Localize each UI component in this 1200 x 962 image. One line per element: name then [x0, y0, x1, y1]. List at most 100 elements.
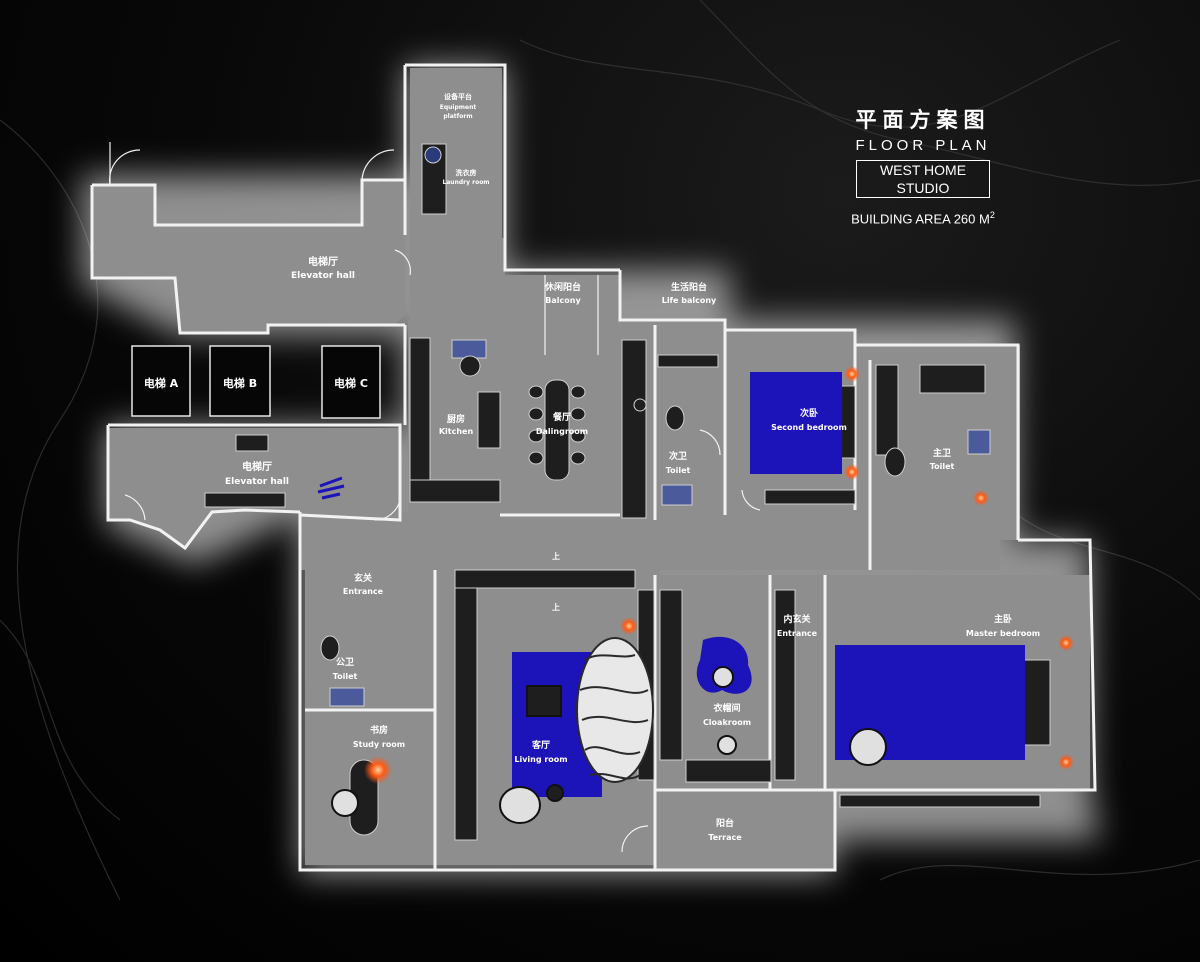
elevator-c-box [321, 345, 381, 419]
second-toilet-icon [665, 405, 685, 431]
lamp-icon [1058, 635, 1074, 651]
second-bedroom-carpet [750, 372, 842, 474]
equipment-label-cn: 设备平台 [444, 92, 472, 101]
door-swings [108, 142, 761, 853]
kitchen-counter-bottom [409, 479, 501, 503]
inner-entrance-label-en: Entrance [777, 629, 818, 638]
area-superscript: 2 [989, 210, 995, 220]
master-toilet-icon [884, 447, 906, 477]
public-toilet-icon [320, 635, 340, 661]
study-chair [331, 789, 359, 817]
dining-label-en: Dalingroom [536, 427, 588, 436]
second-bedroom-label-en: Second bedroom [771, 423, 847, 432]
stair-up-label: 上 [552, 602, 560, 612]
kitchen-label-cn: 厨房 [447, 413, 465, 425]
second-toilet-label-cn: 次卫 [669, 450, 687, 462]
elevator-hall-top-cn: 电梯厅 [308, 255, 338, 268]
cloakroom-rug [696, 636, 752, 694]
area-unit: M [979, 211, 990, 227]
terrace-label-cn: 阳台 [716, 817, 734, 829]
elevator-hall-bottom-cn: 电梯厅 [242, 460, 272, 473]
living-label-en: Living room [514, 755, 567, 764]
laundry-label-en: Laundry room [442, 179, 489, 186]
dining-label-cn: 餐厅 [552, 411, 571, 423]
cloak-wardrobe-left [659, 589, 683, 761]
elevator-b-label: 电梯 B [223, 376, 257, 390]
study-label-en: Study room [353, 740, 405, 749]
kitchen-sink-icon [451, 339, 487, 359]
master-toilet-label-cn: 主卫 [933, 447, 951, 459]
blue-accents [317, 372, 1025, 797]
lamp-icon [364, 756, 392, 784]
study-label-cn: 书房 [370, 724, 388, 736]
lamp-icon [973, 490, 989, 506]
area-value: 260 [953, 211, 976, 227]
master-bedroom-label-en: Master bedroom [966, 629, 1040, 638]
cloak-stool [717, 735, 737, 755]
living-room-seating [331, 666, 887, 824]
master-bedroom-label-cn: 主卧 [994, 613, 1012, 625]
cloakroom-label-cn: 衣帽间 [713, 702, 740, 714]
living-room-rug [576, 637, 654, 783]
ceiling-lamp-icon [633, 398, 647, 412]
plan-title-en: FLOOR PLAN [855, 137, 991, 154]
life-balcony-label-cn: 生活阳台 [671, 281, 707, 293]
dining-chairs [528, 385, 586, 465]
walls [90, 63, 1097, 872]
orange-lamps [364, 366, 1074, 784]
living-label-cn: 客厅 [531, 739, 550, 751]
elevator-hall-console [235, 434, 269, 452]
stair-up-label: 上 [552, 551, 560, 561]
blue-logo-mark [317, 476, 345, 500]
master-toilet-shower [875, 364, 899, 456]
second-toilet-sink [661, 484, 693, 506]
lamp-icon [844, 366, 860, 382]
marble-texture [0, 0, 1200, 901]
toilet-vanity [657, 354, 719, 368]
room-labels: 设备平台 Equipment platform 洗衣房 Laundry room… [144, 92, 1040, 842]
area-label: BUILDING AREA [851, 211, 951, 227]
entrance-label-cn: 玄关 [354, 572, 372, 584]
living-tv-wall [454, 584, 478, 841]
cloak-wardrobe-right [774, 589, 796, 781]
equipment-label-en2: platform [443, 113, 472, 120]
kitchen-island [477, 391, 501, 449]
studio-name: WEST HOME STUDIO [856, 160, 990, 198]
public-toilet-label-en: Toilet [333, 672, 358, 681]
elevator-hall-bottom-en: Elevator hall [225, 477, 289, 487]
second-toilet-label-en: Toilet [666, 466, 691, 475]
elevator-hall-bench [204, 492, 286, 508]
tall-cabinet [621, 339, 647, 519]
balcony-label-cn: 休闲阳台 [544, 281, 581, 293]
terrace-label-en: Terrace [708, 833, 742, 842]
kitchen-label-en: Kitchen [439, 427, 474, 436]
public-toilet-sink [329, 687, 365, 707]
elevator-hall-top-en: Elevator hall [291, 271, 355, 281]
building-area: BUILDING AREA 260 M2 [846, 206, 1000, 228]
balcony-label-en: Balcony [545, 296, 581, 305]
laundry-label-cn: 洗衣房 [456, 168, 477, 177]
lamp-icon [620, 617, 638, 635]
dining-table [544, 379, 570, 481]
elevator-b-box [209, 345, 271, 417]
bathtub [919, 364, 986, 394]
kitchen-counter-left [409, 337, 431, 499]
inner-entrance-label-cn: 内玄关 [783, 613, 810, 625]
lamp-icon [1058, 754, 1074, 770]
second-bedroom-label-cn: 次卧 [800, 407, 818, 419]
coffee-table [526, 685, 562, 717]
master-lounge-chair [849, 728, 887, 766]
public-toilet-label-cn: 公卫 [336, 657, 354, 668]
second-wardrobe [764, 489, 856, 505]
elevator-c-label: 电梯 C [334, 376, 368, 390]
plan-title-cn: 平面方案图 [855, 108, 991, 132]
master-toilet-sink [967, 429, 991, 455]
terrace-planter [839, 794, 1041, 808]
title-block: 平面方案图 FLOOR PLAN WEST HOME STUDIO BUILDI… [846, 106, 1000, 228]
cloak-wardrobe-bottom [685, 759, 772, 783]
elevator-shafts [131, 345, 381, 419]
lamp-icon [844, 464, 860, 480]
kitchen-bin-icon [459, 355, 481, 377]
